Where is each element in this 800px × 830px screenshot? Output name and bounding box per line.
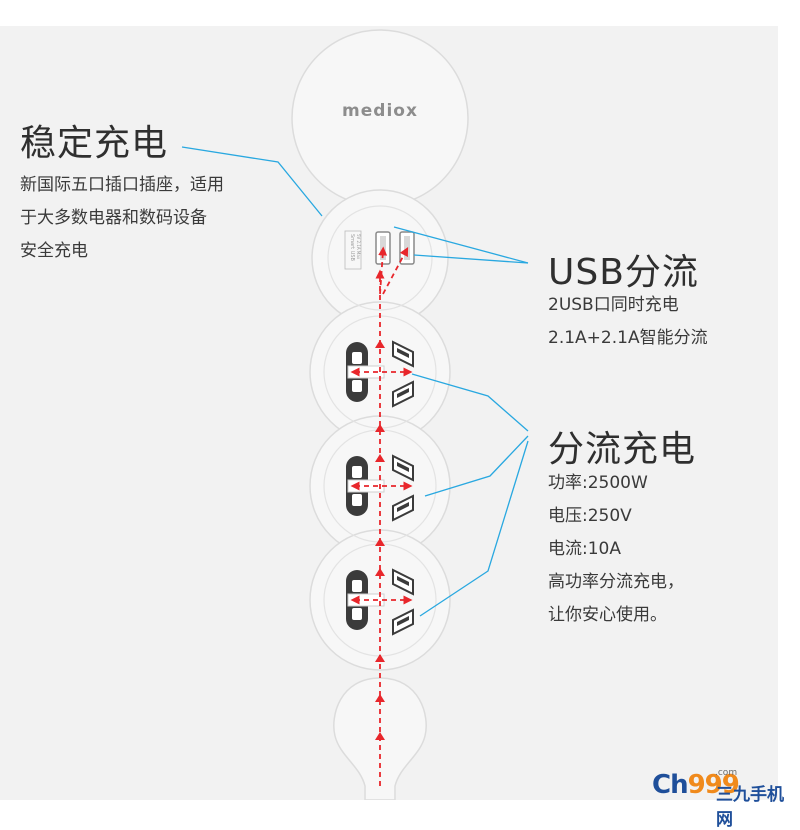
- leader-split-3: [419, 440, 529, 617]
- flow-direction-ticks: [375, 340, 385, 740]
- split-charging-desc: 功率:2500W 电压:250V 电流:10A 高功率分流充电， 让你安心使用。: [548, 467, 684, 632]
- angled-slot-upper-fill: [397, 576, 409, 586]
- watermark-site-name: 三九手机网: [716, 785, 784, 830]
- power-strip-illustration: mediox Smart USB 5V 2.1A Max: [181, 29, 529, 800]
- stable-charging-line: 于大多数电器和数码设备: [20, 208, 207, 228]
- pin-slot-lower: [352, 608, 362, 620]
- angled-slot-upper-fill: [397, 462, 409, 472]
- leader-split-1: [411, 373, 529, 432]
- usb-split-line: 2USB口同时充电: [548, 295, 679, 315]
- usb-split-title: USB分流: [548, 252, 699, 293]
- split-charging-line: 功率:2500W: [548, 473, 648, 493]
- stable-charging-desc: 新国际五口插口插座，适用 于大多数电器和数码设备 安全充电: [20, 169, 224, 268]
- pin-slot-lower: [352, 380, 362, 392]
- power-strip-body: [291, 29, 469, 800]
- split-charging-line: 让你安心使用。: [548, 605, 667, 625]
- stable-charging-line: 新国际五口插口插座，适用: [20, 175, 224, 195]
- usb-split-line: 2.1A+2.1A智能分流: [548, 328, 708, 348]
- stable-charging-line: 安全充电: [20, 241, 88, 261]
- pin-slot-upper: [352, 466, 362, 478]
- split-charging-line: 电压:250V: [548, 506, 632, 526]
- site-watermark: Ch999 .com 三九手机网: [652, 768, 800, 830]
- angled-slot-lower-fill: [397, 502, 409, 512]
- watermark-logo: Ch999: [652, 770, 740, 800]
- leader-usb-2: [413, 254, 529, 264]
- usb-port-sublabel: 5V 2.1A Max: [356, 234, 361, 260]
- usb-flow-arrow-2: [382, 247, 409, 295]
- leader-split-2: [424, 435, 529, 497]
- split-charging-line: 高功率分流充电，: [548, 572, 684, 592]
- leader-usb-1: [393, 226, 529, 264]
- split-charging-line: 电流:10A: [548, 539, 621, 559]
- angled-slot-upper-fill: [397, 348, 409, 358]
- pin-slot-upper: [352, 580, 362, 592]
- usb-port-label: Smart USB: [349, 234, 355, 262]
- usb-label-box: [344, 230, 362, 270]
- stable-charging-title: 稳定充电: [20, 123, 169, 164]
- background-panel: mediox Smart USB 5V 2.1A Max: [0, 26, 778, 800]
- callout-leader-lines: [181, 146, 529, 617]
- split-charging-title: 分流充电: [548, 429, 697, 470]
- angled-slot-lower-fill: [397, 616, 409, 626]
- leader-stable-charging: [181, 146, 323, 217]
- pin-slot-upper: [352, 352, 362, 364]
- watermark-logo-part1: Ch: [652, 770, 689, 800]
- watermark-logo-part2: 999: [687, 770, 740, 800]
- usb-inner-ring: [327, 205, 433, 311]
- angled-slot-lower-fill: [397, 388, 409, 398]
- brand-logo: mediox: [342, 101, 418, 121]
- usb-flow-arrow-1: [378, 246, 388, 295]
- pin-slot-lower: [352, 494, 362, 506]
- watermark-suffix: .com: [715, 768, 738, 778]
- usb-split-desc: 2USB口同时充电 2.1A+2.1A智能分流: [548, 289, 708, 355]
